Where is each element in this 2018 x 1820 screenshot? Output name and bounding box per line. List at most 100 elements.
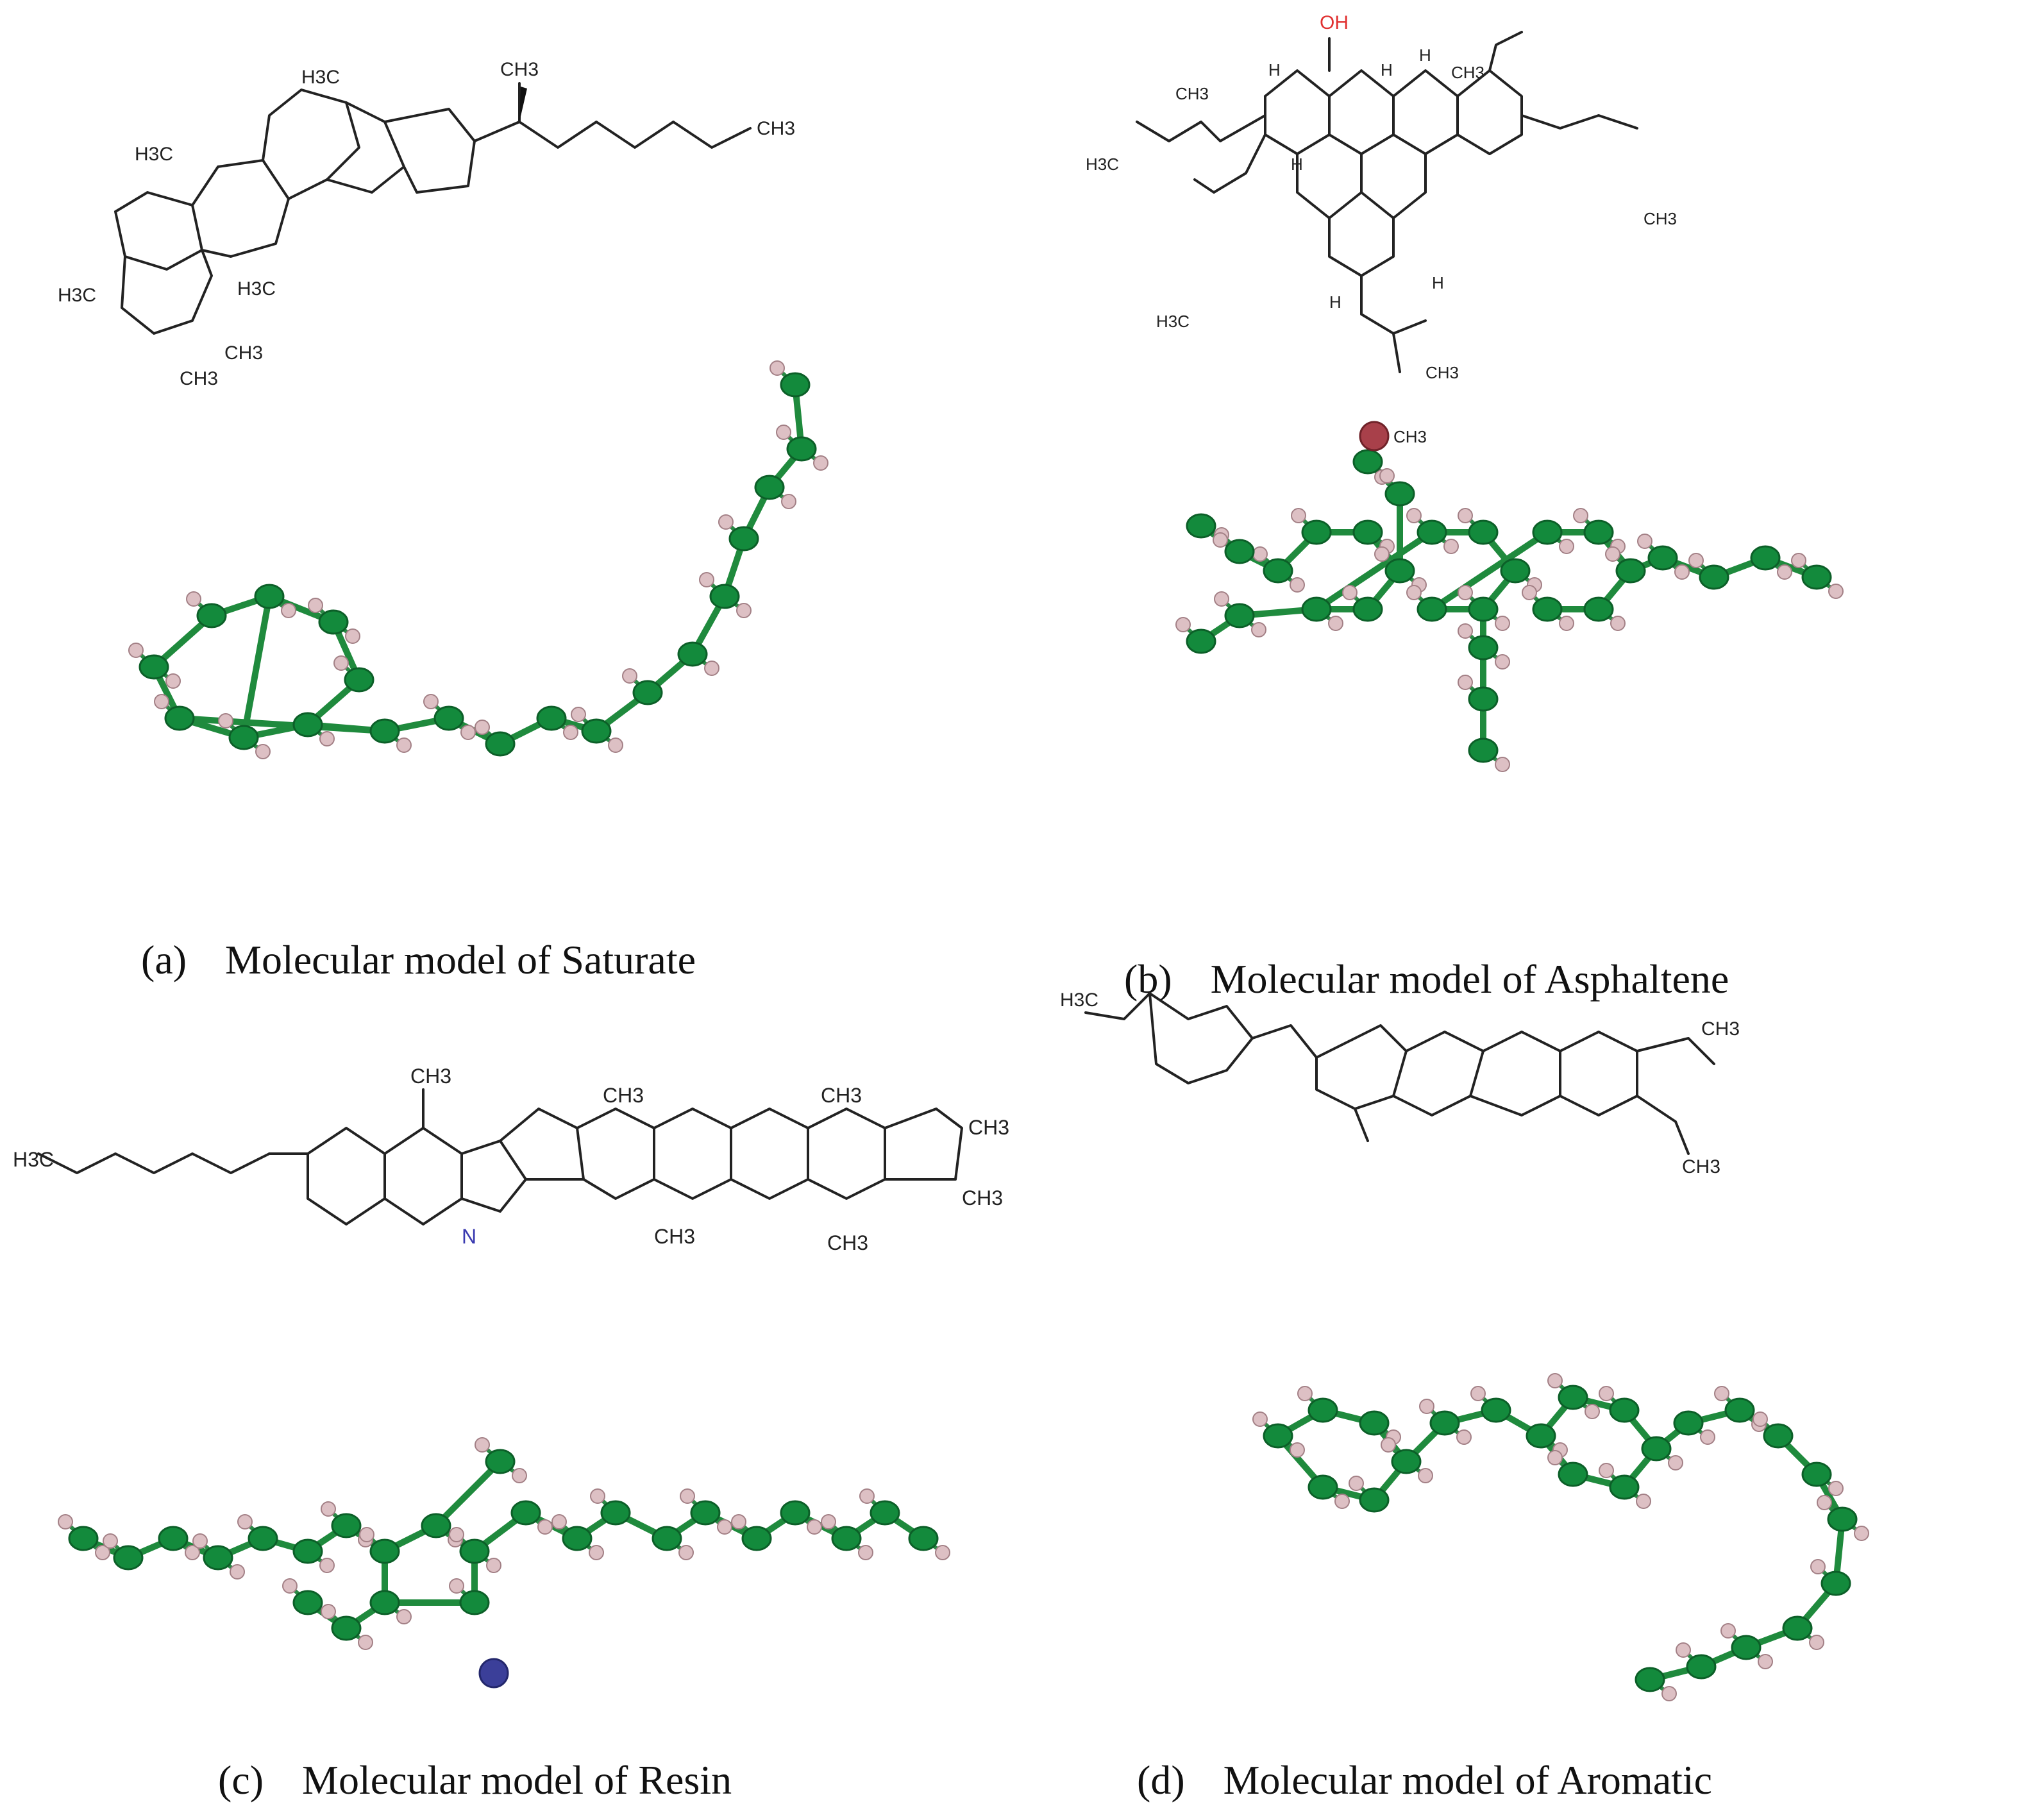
asphaltene-carbon-atom	[1750, 545, 1781, 571]
svg-text:CH3: CH3	[1393, 427, 1427, 446]
resin-hydrogen-atom	[449, 1578, 464, 1594]
saturate-carbon-atom	[485, 731, 516, 757]
saturate-ball-and-stick	[128, 360, 828, 759]
svg-text:CH3: CH3	[827, 1231, 868, 1254]
aromatic-carbon-atom	[1263, 1423, 1293, 1449]
saturate-hydrogen-atom	[396, 737, 412, 753]
resin-carbon-atom	[870, 1500, 900, 1526]
asphaltene-hydrogen-atom	[1406, 585, 1422, 600]
resin-hydrogen-atom	[551, 1514, 567, 1529]
saturate-carbon-atom	[780, 372, 811, 398]
saturate-carbon-atom	[709, 584, 740, 609]
saturate-carbon-atom	[139, 654, 169, 680]
aromatic-hydrogen-atom	[1809, 1635, 1824, 1650]
svg-text:CH3: CH3	[410, 1065, 451, 1088]
asphaltene-hydrogen-atom	[1290, 577, 1305, 593]
resin-hydrogen-atom	[103, 1533, 118, 1549]
aromatic-carbon-atom	[1827, 1506, 1858, 1532]
aromatic-carbon-atom	[1686, 1654, 1717, 1680]
caption-asphaltene: (b)Molecular model of Asphaltene	[1124, 956, 1729, 1003]
asphaltene-hydrogen-atom	[1458, 623, 1473, 639]
aromatic-carbon-atom	[1673, 1410, 1704, 1436]
resin-hydrogen-atom	[731, 1514, 746, 1529]
resin-carbon-atom	[562, 1526, 593, 1551]
svg-text:H3C: H3C	[58, 285, 96, 306]
svg-text:H3C: H3C	[1060, 990, 1098, 1011]
asphaltene-hydrogen-atom	[1379, 468, 1395, 484]
saturate-hydrogen-atom	[218, 713, 233, 729]
saturate-carbon-atom	[677, 641, 708, 667]
asphaltene-hydrogen-atom	[1559, 539, 1574, 554]
resin-hydrogen-atom	[807, 1519, 822, 1535]
resin-carbon-atom	[369, 1590, 400, 1615]
panel-saturate: CH3 CH3 H3C H3C H3C H3C CH3 CH3 (a)Molec…	[0, 0, 1009, 982]
caption-tag-d: (d)	[1137, 1757, 1185, 1803]
aromatic-carbon-atom	[1609, 1397, 1640, 1423]
saturate-hydrogen-atom	[281, 603, 296, 618]
aromatic-structural-formula: H3C CH3 CH3	[1060, 990, 1740, 1177]
svg-text:H3C: H3C	[13, 1148, 54, 1171]
resin-carbon-atom	[908, 1526, 939, 1551]
resin-ball-and-stick	[58, 1437, 950, 1689]
aromatic-hydrogen-atom	[1700, 1429, 1715, 1445]
asphaltene-carbon-atom	[1352, 596, 1383, 622]
svg-text:H3C: H3C	[301, 67, 340, 88]
asphaltene-carbon-atom	[1468, 737, 1499, 763]
svg-text:H: H	[1291, 155, 1303, 174]
saturate-carbon-atom	[632, 680, 663, 705]
resin-hydrogen-atom	[486, 1558, 501, 1573]
asphaltene-hydrogen-atom	[1328, 616, 1343, 631]
resin-carbon-atom	[459, 1538, 490, 1564]
asphaltene-carbon-atom	[1500, 558, 1531, 584]
saturate-carbon-atom	[433, 705, 464, 731]
resin-carbon-atom	[203, 1545, 233, 1571]
asphaltene-carbon-atom	[1263, 558, 1293, 584]
asphaltene-hydrogen-atom	[1573, 508, 1588, 523]
caption-aromatic: (d) Molecular model of Aromatic	[1137, 1757, 1712, 1804]
asphaltene-hydrogen-atom	[1495, 654, 1510, 670]
resin-carbon-atom	[690, 1500, 721, 1526]
asphaltene-hydrogen-atom	[1559, 616, 1574, 631]
aromatic-carbon-atom	[1641, 1436, 1672, 1462]
panel-aromatic: H3C CH3 CH3 (d) Molecular model of Aromat…	[1009, 910, 2018, 1820]
svg-text:H3C: H3C	[1156, 312, 1190, 331]
saturate-hydrogen-atom	[813, 455, 828, 471]
svg-text:CH3: CH3	[603, 1084, 644, 1107]
caption-text-b: Molecular model of Asphaltene	[1210, 956, 1729, 1002]
saturate-bond	[240, 593, 273, 741]
aromatic-hydrogen-atom	[1599, 1463, 1614, 1478]
svg-text:H: H	[1268, 60, 1281, 80]
resin-hydrogen-atom	[319, 1558, 335, 1573]
asphaltene-carbon-atom	[1352, 449, 1383, 475]
svg-text:H: H	[1381, 60, 1393, 80]
saturate-carbon-atom	[536, 705, 567, 731]
saturate-carbon-atom	[254, 584, 285, 609]
asphaltene-structural-formula: OH H H H H H H CH3 H3C CH3 H3C CH3 CH3 C…	[1086, 12, 1677, 446]
asphaltene-hydrogen-atom	[1251, 622, 1266, 637]
saturate-hydrogen-atom	[423, 694, 439, 709]
asphaltene-carbon-atom	[1583, 519, 1614, 545]
asphaltene-carbon-atom	[1224, 603, 1255, 628]
saturate-hydrogen-atom	[699, 572, 714, 587]
caption-tag-c: (c)	[218, 1757, 264, 1803]
asphaltene-hydrogen-atom	[1458, 585, 1473, 600]
resin-carbon-atom	[459, 1590, 490, 1615]
asphaltene-carbon-atom	[1801, 564, 1832, 590]
saturate-hydrogen-atom	[345, 628, 360, 644]
resin-hydrogen-atom	[678, 1545, 694, 1560]
aromatic-hydrogen-atom	[1661, 1686, 1677, 1701]
resin-carbon-atom	[68, 1526, 99, 1551]
asphaltene-hydrogen-atom	[1495, 757, 1510, 772]
asphaltene-carbon-atom	[1301, 596, 1332, 622]
caption-text-d: Molecular model of Aromatic	[1223, 1757, 1713, 1803]
saturate-hydrogen-atom	[333, 655, 349, 671]
asphaltene-hydrogen-atom	[1342, 585, 1358, 600]
asphaltene-carbon-atom	[1468, 596, 1499, 622]
aromatic-carbon-atom	[1731, 1635, 1762, 1660]
asphaltene-ball-and-stick	[1175, 421, 1844, 772]
asphaltene-hydrogen-atom	[1213, 532, 1228, 548]
aromatic-carbon-atom	[1558, 1462, 1588, 1487]
asphaltene-hydrogen-atom	[1406, 508, 1422, 523]
asphaltene-carbon-atom	[1186, 628, 1216, 654]
caption-text-c: Molecular model of Resin	[302, 1757, 732, 1803]
